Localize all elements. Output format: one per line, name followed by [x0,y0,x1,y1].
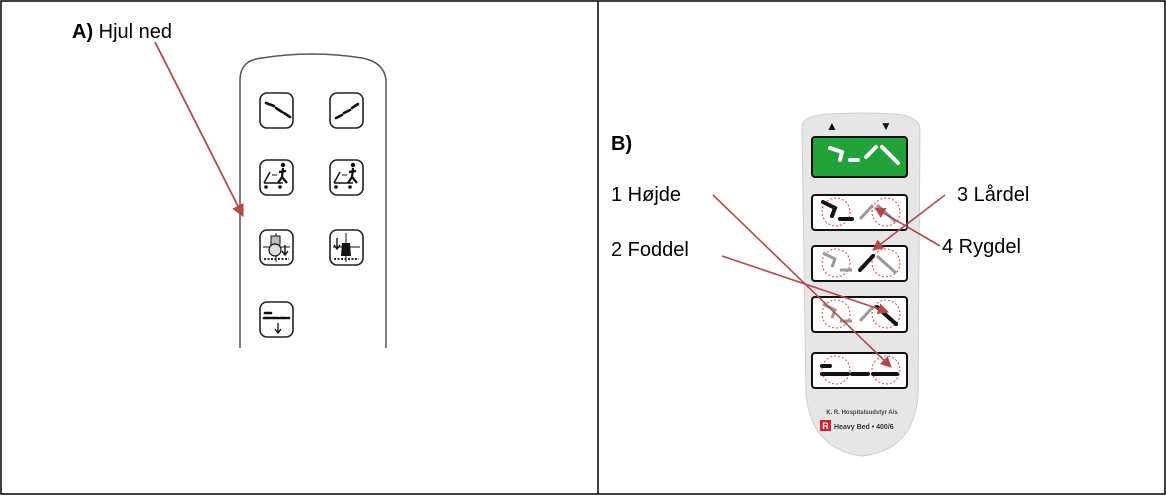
button-lardel-icon [811,194,908,231]
green-button-all-icon [811,136,908,178]
remote-down-arrow-icon: ▼ [880,119,892,133]
callout-lardel: 3 Lårdel [957,184,1030,206]
remote-model-text: Heavy Bed • 400/6 [834,424,894,431]
label-a-text: Hjul ned [98,21,173,43]
arrow-lardel [872,194,946,251]
label-b: B) [611,133,633,155]
button-foot-up-icon [329,92,364,129]
callout-foddel: 2 Foddel [611,239,689,261]
arrow-hojde [712,194,892,368]
remote-logo-icon [820,420,831,431]
remote-logo-letter: R [822,421,829,431]
remote-up-arrow-icon: ▲ [826,119,838,133]
callout-rygdel: 4 Rygdel [942,236,1021,258]
button-wheels-down-icon [259,229,294,266]
button-patient-exit-left-icon [259,159,294,196]
button-patient-exit-right-icon [329,159,364,196]
label-a: A) Hjul ned [72,21,172,43]
button-flat-down-icon [259,301,294,338]
remote-brand-text: K. R. Hospitalsudstyr A/s [826,410,898,416]
label-a-letter: A) [72,21,94,43]
button-rygdel-icon [811,245,908,282]
arrow-foddel [721,255,890,315]
callout-hojde: 1 Højde [611,184,682,206]
arrow-hjul-ned [154,41,244,218]
button-back-up-icon [259,92,294,129]
button-flat-icon [811,352,908,389]
remote-a [239,53,387,348]
remote-b: ▲ ▼ K. R. Hospitalsudstyr A/s R Heavy Be… [801,112,921,457]
arrow-rygdel [874,207,941,247]
button-brake-icon [329,229,364,266]
